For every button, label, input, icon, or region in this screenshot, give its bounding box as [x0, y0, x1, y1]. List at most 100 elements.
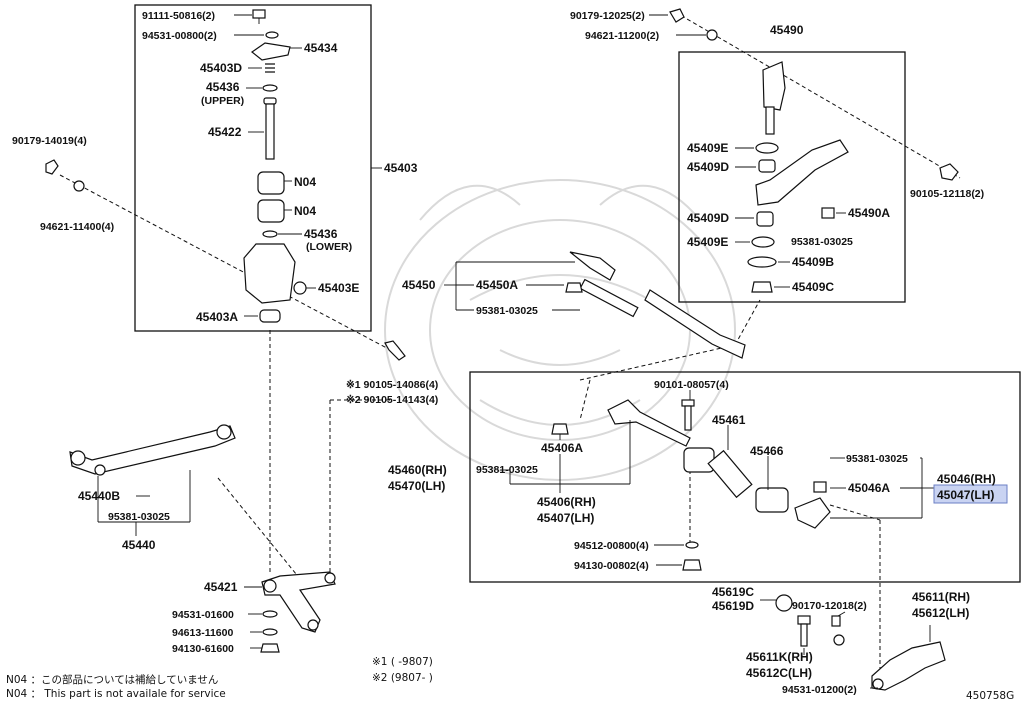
part-bolt-90105-right — [939, 163, 959, 181]
part-nut-45406a — [551, 423, 569, 435]
label-45403a[interactable]: 45403A — [196, 310, 238, 324]
label-45409d-upper[interactable]: 45409D — [687, 160, 729, 174]
label-45406-rh[interactable]: 45406(RH) — [537, 495, 596, 509]
label-45409b[interactable]: 45409B — [792, 255, 834, 269]
label-45406a[interactable]: 45406A — [541, 441, 583, 455]
part-nut-45440b — [94, 464, 106, 476]
label-45422[interactable]: 45422 — [208, 125, 242, 139]
part-washer-45403a — [259, 309, 281, 323]
part-labels: 91111-50816(2) 94531-00800(2) 45434 4540… — [12, 10, 996, 696]
label-45460-rh[interactable]: 45460(RH) — [388, 463, 447, 477]
label-45434[interactable]: 45434 — [304, 41, 338, 55]
label-95381-03025-c[interactable]: 95381-03025 — [846, 453, 908, 465]
part-washer-94531-lower — [262, 610, 278, 618]
label-94621-11200[interactable]: 94621-11200(2) — [585, 30, 659, 42]
label-45436-lower[interactable]: 45436 — [304, 227, 338, 241]
label-45490[interactable]: 45490 — [770, 23, 804, 37]
label-45466[interactable]: 45466 — [750, 444, 784, 458]
label-45619c[interactable]: 45619C — [712, 585, 754, 599]
part-bolt-90105-middle — [384, 340, 406, 361]
label-95381-03025-b[interactable]: 95381-03025 — [476, 305, 538, 317]
label-45409c[interactable]: 45409C — [792, 280, 834, 294]
part-nut-94130-right — [682, 559, 702, 571]
label-45436-upper[interactable]: 45436 — [206, 80, 240, 94]
label-45470-lh[interactable]: 45470(LH) — [388, 479, 445, 493]
part-bushing-n04-a — [257, 171, 285, 195]
label-45440b[interactable]: 45440B — [78, 489, 120, 503]
label-lower: (LOWER) — [306, 241, 352, 253]
label-94531-01200[interactable]: 94531-01200(2) — [782, 684, 857, 696]
part-nut-45403e — [293, 281, 307, 295]
label-94512-00800[interactable]: 94512-00800(4) — [574, 540, 649, 552]
label-45421[interactable]: 45421 — [204, 580, 238, 594]
label-upper: (UPPER) — [201, 95, 244, 107]
label-45612-lh[interactable]: 45612(LH) — [912, 606, 969, 620]
label-91111-50816[interactable]: 91111-50816(2) — [142, 10, 215, 22]
label-45403d[interactable]: 45403D — [200, 61, 242, 75]
part-washer-45409b — [747, 256, 777, 268]
highlight-45047-lh — [933, 484, 1008, 504]
label-90179-12025[interactable]: 90179-12025(2) — [570, 10, 645, 22]
label-45461[interactable]: 45461 — [712, 413, 746, 427]
label-90179-14019[interactable]: 90179-14019(4) — [12, 135, 87, 147]
label-90170-12018[interactable]: 90170-12018(2) — [792, 600, 867, 612]
label-45611-rh[interactable]: 45611(RH) — [912, 590, 970, 604]
assembly-dashed-lines — [59, 11, 961, 690]
label-45490a[interactable]: 45490A — [848, 206, 890, 220]
part-relay-rod-45440 — [69, 424, 236, 475]
part-bushing-45409d-lower — [756, 211, 774, 227]
part-plate-45434 — [250, 42, 291, 61]
label-45619d[interactable]: 45619D — [712, 599, 754, 613]
label-45047-lh[interactable]: 45047(LH) — [937, 488, 994, 502]
part-washer-94621-left — [73, 180, 85, 192]
part-washer-94531 — [265, 31, 279, 39]
label-94130-61600[interactable]: 94130-61600 — [172, 643, 234, 655]
part-tie-rod-end-45046 — [794, 497, 831, 529]
label-94531-00800[interactable]: 94531-00800(2) — [142, 30, 217, 42]
note-date-2: ※2 (9807- ) — [372, 672, 433, 684]
part-clamp-45466 — [755, 487, 789, 513]
part-pitman-arm-45421 — [261, 571, 336, 633]
part-idler-arm — [755, 139, 849, 206]
part-bolt-90179-right — [669, 8, 685, 23]
part-bolt-90170 — [831, 615, 845, 646]
label-90105-12118[interactable]: 90105-12118(2) — [910, 188, 984, 200]
part-bolt-45611k — [797, 615, 811, 647]
part-seal-45409e-lower — [751, 236, 775, 248]
label-45409d-lower[interactable]: 45409D — [687, 211, 729, 225]
label-95381-03025-a[interactable]: 95381-03025 — [791, 236, 853, 248]
label-45440[interactable]: 45440 — [122, 538, 156, 552]
label-94613-11600[interactable]: 94613-11600 — [172, 627, 233, 639]
label-45409e-lower[interactable]: 45409E — [687, 235, 728, 249]
label-94621-11400[interactable]: 94621-11400(4) — [40, 221, 114, 233]
part-shaft-45422 — [263, 97, 277, 160]
label-n04-b: N04 — [294, 204, 316, 218]
label-90101-08057[interactable]: 90101-08057(4) — [654, 379, 729, 391]
note-n04-japanese: N04 ：この部品については補給していません — [6, 673, 218, 686]
label-94531-01600[interactable]: 94531-01600 — [172, 609, 234, 621]
label-45046a[interactable]: 45046A — [848, 481, 890, 495]
label-45409e-upper[interactable]: 45409E — [687, 141, 728, 155]
label-95381-03025-d[interactable]: 95381-03025 — [476, 464, 538, 476]
part-seal-45409e-upper — [755, 142, 779, 154]
note-date-1: ※1 ( -9807) — [372, 656, 433, 668]
label-s2-90105-14143[interactable]: ※2 90105-14143(4) — [346, 394, 438, 406]
label-45046-rh[interactable]: 45046(RH) — [937, 472, 996, 486]
label-45611k-rh[interactable]: 45611K(RH) — [746, 650, 813, 664]
label-45407-lh[interactable]: 45407(LH) — [537, 511, 594, 525]
label-45403e[interactable]: 45403E — [318, 281, 359, 295]
part-nut-45450a — [565, 282, 583, 293]
label-95381-03025-e[interactable]: 95381-03025 — [108, 511, 170, 523]
label-45403[interactable]: 45403 — [384, 161, 418, 175]
label-45450[interactable]: 45450 — [402, 278, 436, 292]
part-nut-45619c — [775, 594, 793, 612]
label-94130-00802[interactable]: 94130-00802(4) — [574, 560, 649, 572]
label-s1-90105-14086[interactable]: ※1 90105-14086(4) — [346, 379, 438, 391]
label-n04-a: N04 — [294, 175, 316, 189]
label-45612c-lh[interactable]: 45612C(LH) — [746, 666, 812, 680]
label-45450a[interactable]: 45450A — [476, 278, 518, 292]
part-bolt-90101 — [681, 399, 695, 431]
part-bushing-45409d-upper — [758, 159, 776, 173]
part-washer-94512 — [685, 541, 699, 549]
part-clamp-bracket — [683, 447, 715, 473]
